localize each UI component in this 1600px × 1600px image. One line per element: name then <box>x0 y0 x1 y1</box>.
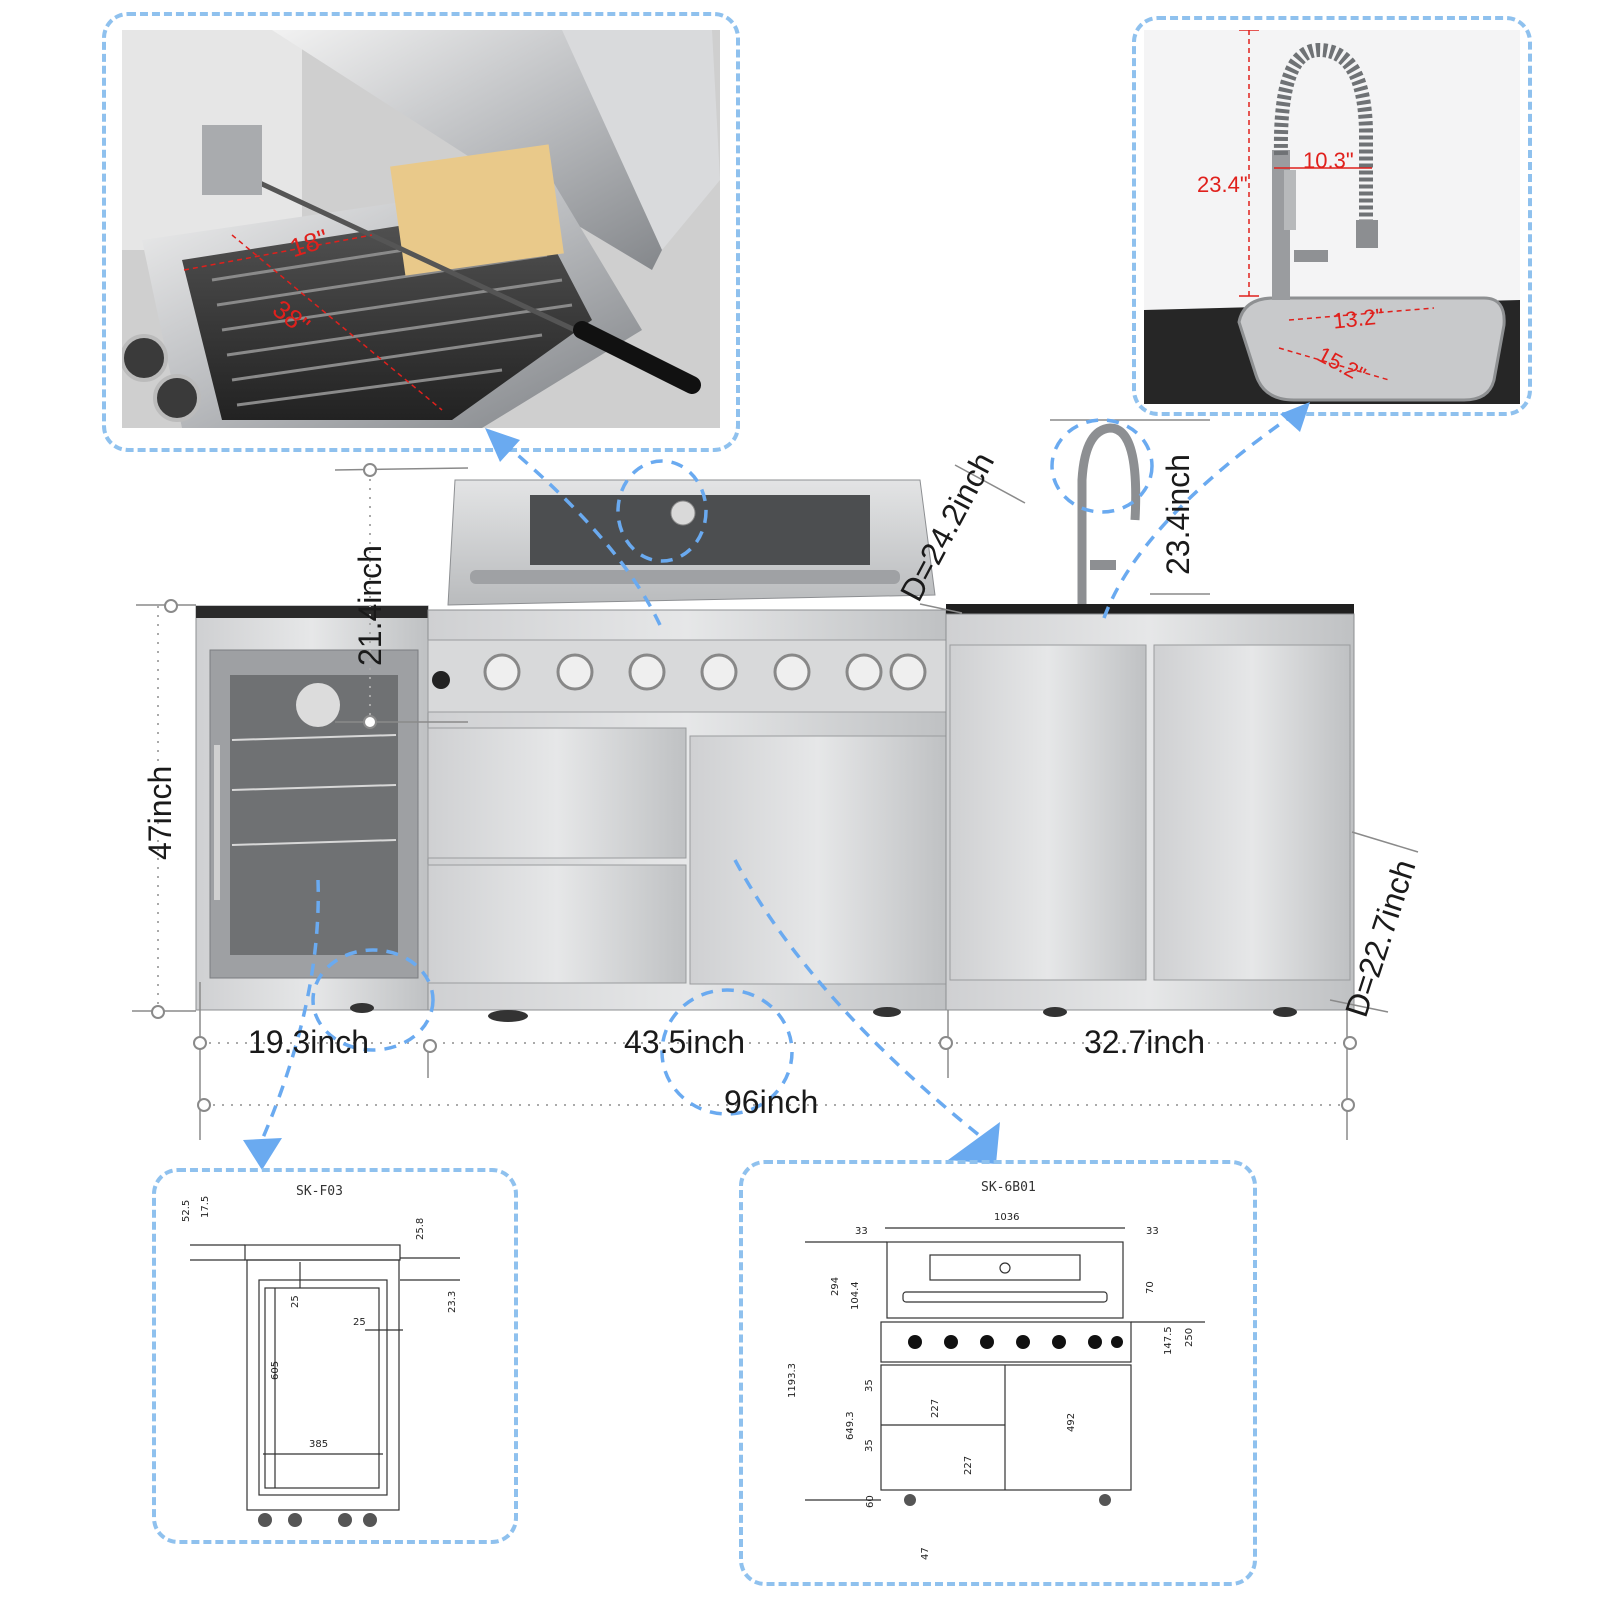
grill-drawing-callout <box>739 1160 1257 1586</box>
faucet-height-dim: 23.4inch <box>1160 454 1196 575</box>
grill-width-dim: 43.5inch <box>624 1024 745 1060</box>
grill-dim-35-mid: 35 <box>864 1439 875 1452</box>
fridge-dim-52-5: 52.5 <box>181 1199 192 1222</box>
faucet-reach-label: 10.3" <box>1303 148 1354 173</box>
fridge-dim-17-5: 17.5 <box>200 1195 211 1218</box>
grill-dim-104-4: 104.4 <box>850 1281 861 1310</box>
hood-height-dim: 21.4inch <box>352 545 388 666</box>
faucet-detail-callout <box>1132 16 1532 416</box>
grill-dim-649-3: 649.3 <box>845 1411 856 1440</box>
faucet-illustration <box>1144 30 1520 404</box>
fridge-width-dim: 19.3inch <box>248 1024 369 1060</box>
outdoor-kitchen-illustration <box>132 402 1419 1170</box>
fridge-dim-25-vertical: 25 <box>290 1295 301 1308</box>
grill-dim-147-5: 147.5 <box>1163 1326 1174 1355</box>
fridge-dim-605: 605 <box>270 1360 281 1380</box>
grill-technical-drawing <box>805 1227 1205 1506</box>
grill-dim-35-top: 35 <box>864 1379 875 1392</box>
grill-dim-33-left: 33 <box>855 1226 868 1237</box>
fridge-model-label: SK-F03 <box>296 1184 343 1199</box>
grill-dim-227-bottom: 227 <box>963 1455 974 1475</box>
fridge-technical-drawing <box>190 1244 460 1527</box>
grill-model-label: SK-6B01 <box>981 1180 1036 1195</box>
fridge-dim-25-8: 25.8 <box>415 1217 426 1240</box>
fridge-dim-23-3: 23.3 <box>447 1290 458 1313</box>
total-height-dim: 47inch <box>142 765 178 860</box>
grill-interior-photo <box>122 30 720 428</box>
grill-dim-1036: 1036 <box>994 1212 1020 1223</box>
grill-dim-250: 250 <box>1184 1327 1195 1347</box>
grill-dim-47: 47 <box>920 1547 931 1560</box>
fridge-drawing-callout <box>152 1168 518 1544</box>
grill-dim-33-right: 33 <box>1146 1226 1159 1237</box>
grill-dim-227-top: 227 <box>930 1398 941 1418</box>
grill-dim-70: 70 <box>1145 1281 1156 1294</box>
fridge-dim-25-horizontal: 25 <box>353 1317 366 1328</box>
grill-detail-callout <box>102 12 740 452</box>
faucet-height-label: 23.4" <box>1197 172 1248 197</box>
grill-dim-1193-3: 1193.3 <box>787 1363 798 1398</box>
faucet-sink-photo <box>1144 30 1520 404</box>
grill-interior-illustration <box>122 30 720 428</box>
grill-dim-60: 60 <box>865 1495 876 1508</box>
grill-dim-492: 492 <box>1066 1412 1077 1432</box>
total-width-dim: 96inch <box>724 1084 819 1120</box>
sink-width-dim: 32.7inch <box>1084 1024 1205 1060</box>
fridge-dim-385: 385 <box>309 1439 329 1450</box>
grill-dim-294: 294 <box>830 1276 841 1296</box>
